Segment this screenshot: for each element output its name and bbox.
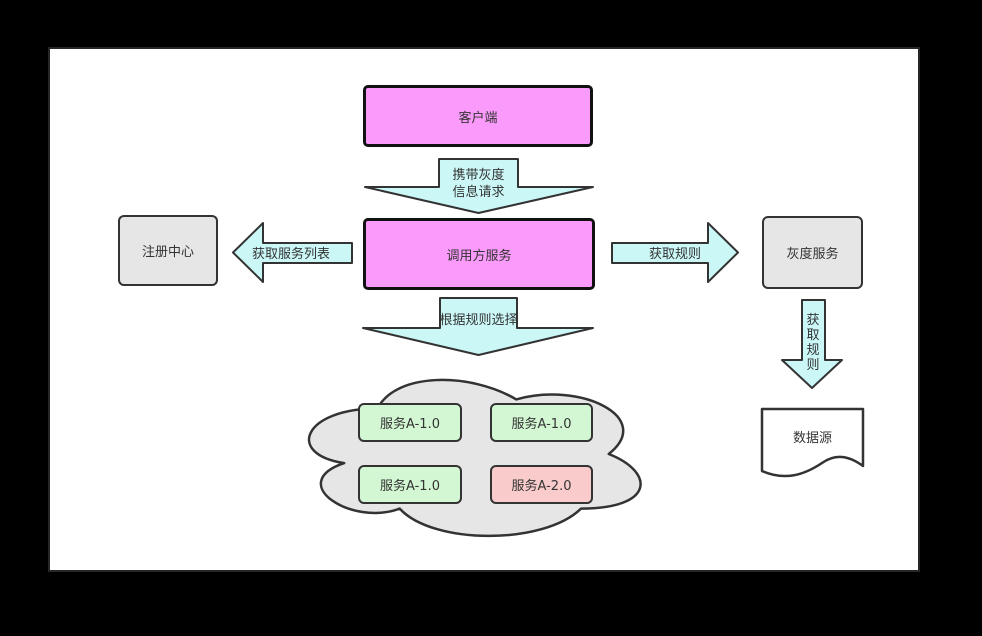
edge-label-line2: 信息请求	[452, 185, 505, 200]
service-instance-label: 服务A-1.0	[380, 479, 440, 494]
node-gray-service: 灰度服务	[762, 216, 863, 289]
service-instance-label: 服务A-1.0	[511, 417, 572, 432]
node-caller-service: 调用方服务	[363, 218, 595, 290]
node-caller-service-label: 调用方服务	[446, 248, 512, 264]
node-client-label: 客户端	[458, 110, 498, 126]
edge-label-get-rules-vertical: 获取规则	[806, 313, 820, 373]
edge-label-line1: 携带灰度	[452, 168, 505, 183]
edge-label-select-by-rules: 根据规则选择	[439, 313, 518, 328]
service-instance-label: 服务A-2.0	[511, 479, 572, 494]
node-datasource-label: 数据源	[792, 431, 832, 446]
edge-label-get-service-list: 获取服务列表	[251, 247, 330, 262]
node-service-a-1-0-instance-1: 服务A-1.0	[358, 403, 462, 442]
node-registry-center-label: 注册中心	[141, 245, 194, 260]
service-instance-label: 服务A-1.0	[380, 417, 440, 432]
edge-label-carry-gray-info-request: 携带灰度 信息请求	[418, 167, 539, 201]
node-registry-center: 注册中心	[118, 215, 218, 286]
edge-label-get-rules: 获取规则	[648, 247, 701, 262]
node-gray-service-label: 灰度服务	[786, 247, 839, 262]
node-service-a-2-0-instance: 服务A-2.0	[490, 465, 593, 504]
node-service-a-1-0-instance-3: 服务A-1.0	[358, 465, 462, 504]
node-client: 客户端	[363, 85, 593, 147]
node-service-a-1-0-instance-2: 服务A-1.0	[490, 403, 593, 442]
